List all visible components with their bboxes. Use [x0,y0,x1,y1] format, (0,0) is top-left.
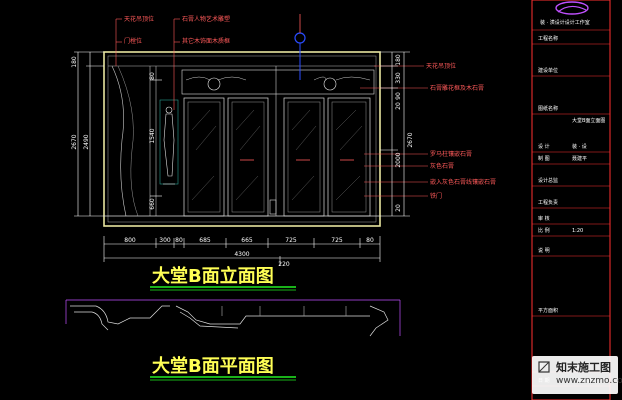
annotation-grey-plaster: 灰色石膏 [430,162,454,170]
title-block-label: 图纸名称 [538,105,558,112]
bottom-dim-4: 685 [199,237,211,244]
right-dim-4: 20 [395,102,402,110]
title-block-label: 设计总监 [538,177,558,184]
top-annotation-leaders [115,18,180,110]
title-block-label: 比 例 [538,227,550,234]
annotation-ceiling-right: 天花吊顶位 [426,62,456,70]
title-block-label: 设 计 [538,143,550,150]
title-block-label: 平方面积 [538,307,558,314]
plan-drawing [65,299,401,337]
watermark: 知末施工图 www.znzmo.com [532,356,622,394]
company-name: 装 · 潢设计设计工作室 [540,19,590,26]
annotation-statue: 石膏人物艺术雕塑 [182,15,230,23]
title-block-label: 说 明 [538,247,550,254]
below-total-dim: 220 [278,261,290,268]
bottom-dim-8: 80 [366,237,374,244]
inner-dim-2: 660 [149,198,156,210]
bottom-dim-7: 725 [331,237,343,244]
right-dim-2: 330 [395,72,402,84]
left-dim-3: 2670 [71,134,78,149]
title-block-label: 建设单位 [538,67,558,74]
annotation-iron-door: 铁门 [430,192,442,200]
title-block-value: 1:20 [572,228,583,234]
annotation-ceiling-left: 天花吊顶位 [124,15,154,23]
company-logo [555,1,589,15]
bottom-dim-2: 300 [159,237,171,244]
inner-dim-1: 1540 [149,128,156,143]
bottom-dimension-lines [103,236,381,266]
annotation-plaster-line: 嵌入灰色石膏线镶嵌石膏 [430,178,496,186]
title-block-value: 大堂B面立面图 [572,117,605,124]
door-panels [183,97,371,217]
ceiling-marker [294,14,306,80]
bottom-dim-1: 800 [124,237,136,244]
elevation-inner-frame [107,55,377,223]
elevation-drawing [103,51,381,227]
plan-title: 大堂B面平面图 [152,355,274,377]
right-dim-5: 2670 [407,132,414,147]
left-dim-1: 180 [71,56,78,68]
right-dim-3: 90 [395,92,402,100]
annotation-plaster-frame: 石膏雕花框及木石膏 [430,84,484,92]
right-dim-7: 20 [395,204,402,212]
title-block-label: 审 核 [538,215,550,222]
annotation-door-frame: 门樘位 [124,37,142,45]
left-dimension-lines [74,51,162,217]
title-block-value: 装 · 设 [572,143,587,150]
right-dimension-lines [380,51,410,217]
right-dim-1: 180 [395,54,402,66]
inner-dim-3: 80 [149,72,156,80]
annotation-wood-frame: 其它木饰面木质框 [182,37,230,45]
right-annotation-leaders [360,65,428,197]
drape [111,65,127,217]
title-block-label: 工程名称 [538,35,558,42]
total-width-dim: 4300 [234,251,249,258]
title-block: 装 · 潢设计设计工作室 [531,0,611,400]
bottom-dim-5: 665 [241,237,253,244]
watermark-logo-icon [538,361,550,373]
title-block-value: 聂建平 [572,155,587,162]
watermark-url: www.znzmo.com [556,376,622,386]
title-block-label: 工程负责 [538,199,558,206]
left-dim-2: 2490 [83,134,90,149]
title-block-label: 制 图 [538,155,550,162]
bottom-dim-3: 80 [175,237,183,244]
right-dim-6: 2000 [395,152,402,167]
elevation-title: 大堂B面立面图 [152,265,274,287]
bottom-dim-6: 725 [285,237,297,244]
watermark-title: 知末施工图 [556,361,611,374]
statue [159,99,179,185]
elevation-frame [103,51,381,227]
annotation-roman-column: 罗马柱镶嵌石膏 [430,150,472,158]
